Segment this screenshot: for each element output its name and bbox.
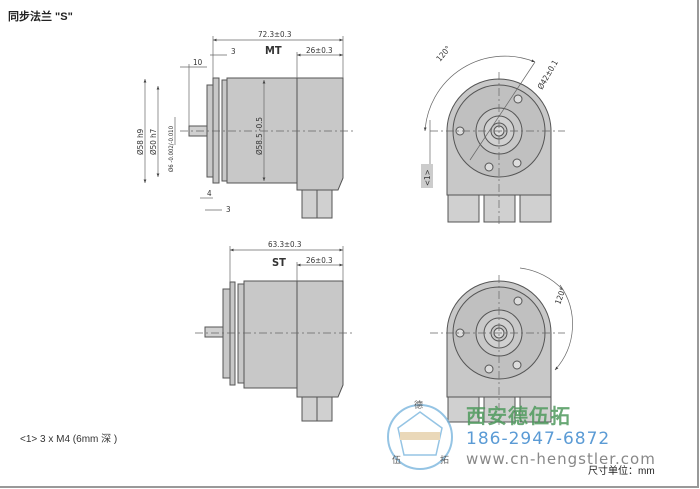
st-angle: 120° [553,286,567,305]
page-title: 同步法兰 "S" [8,11,73,23]
watermark-company: 西安德伍拓 [466,404,571,428]
watermark-logo: 德 伍 拓 [387,399,453,470]
mt-label: MT [265,44,282,57]
mt-dia-flange: Ø58 h9 [135,128,145,155]
st-total-length: 63.3±0.3 [268,240,302,249]
mt-dia-body: Ø58.5 -0.5 [254,117,264,155]
unit-label: 尺寸单位：mm [588,466,655,477]
logo-char-1: 德 [414,399,423,411]
hole-note: <1> 3 x M4 (6mm 深 ) [20,434,118,445]
watermark-website: www.cn-hengstler.com [466,450,656,468]
hole-callout-box [421,164,433,188]
mt-dim-3: 3 [226,205,231,214]
mt-side-view [188,77,344,219]
st-side-view [204,280,344,422]
mt-dim-4: 4 [207,189,212,198]
logo-char-2: 伍 [392,455,401,466]
mt-total-length: 72.3±0.3 [258,30,292,39]
st-label: ST [272,256,286,269]
logo-char-3: 拓 [440,454,449,466]
mt-dia-shaft: Ø6 -0.002/-0.010 [168,125,175,172]
watermark-phone: 186-2947-6872 [466,429,611,449]
st-rear-length: 26±0.3 [306,256,333,265]
mt-hole-callout: <1> [423,169,432,186]
mt-rear-length: 26±0.3 [306,46,333,55]
mt-flange-offset: 3 [231,47,236,56]
mt-dia-spigot: Ø50 h7 [148,129,158,155]
dimension-lines [143,36,573,425]
mt-bolt-circle: Ø42±0.1 [535,58,560,91]
mt-shaft-length: 10 [193,58,203,67]
mt-angle: 120° [435,44,453,63]
